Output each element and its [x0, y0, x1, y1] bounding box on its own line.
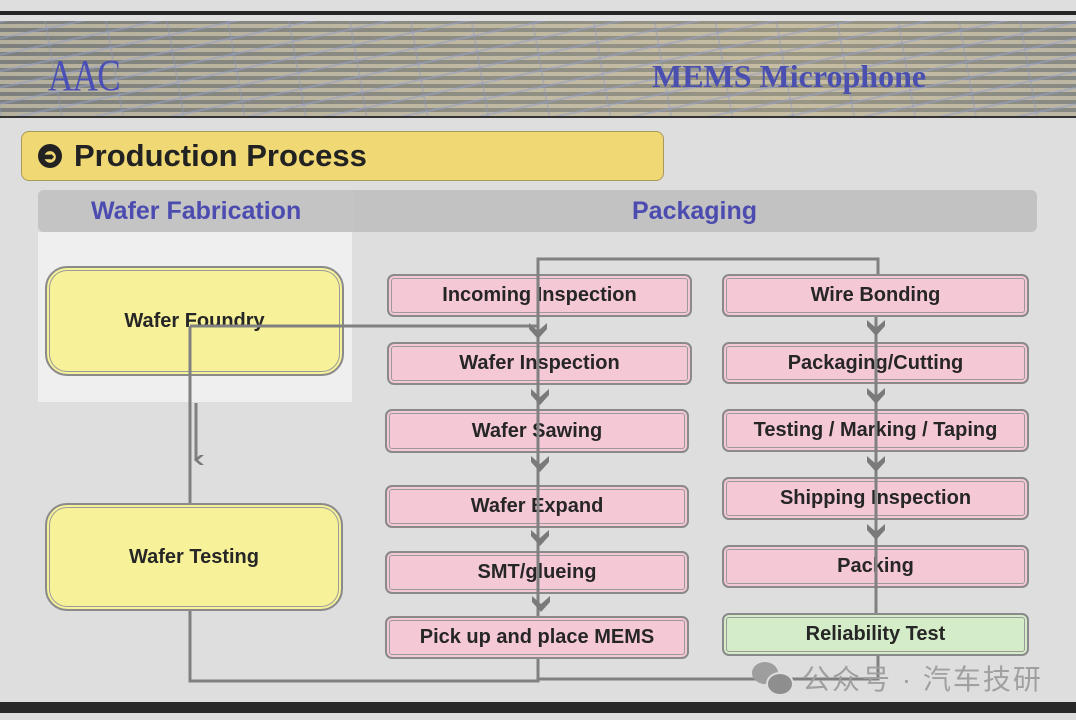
arrow-into-packaging-cutting: [867, 320, 885, 336]
step-wafer-testing: Wafer Testing: [45, 503, 343, 611]
circle-arrow-right-icon: ➲: [38, 144, 62, 168]
step-shipping-inspection: Shipping Inspection: [722, 477, 1029, 520]
arrow-into-testing-marking: [867, 388, 885, 404]
banner: [0, 21, 1076, 118]
step-wafer-expand: Wafer Expand: [385, 485, 689, 528]
step-wire-bonding: Wire Bonding: [722, 274, 1029, 317]
step-pick-and-place-mems: Pick up and place MEMS: [385, 616, 689, 659]
watermark: 公众号 · 汽车技研: [752, 658, 1043, 698]
step-wafer-foundry: Wafer Foundry: [45, 266, 344, 376]
arrow-into-smt-glueing: [531, 530, 549, 546]
column-header-left: [38, 190, 354, 232]
section-title: Production Process: [74, 138, 367, 173]
step-wafer-inspection: Wafer Inspection: [387, 342, 692, 385]
packaging-header: Packaging: [632, 197, 758, 225]
arrow-into-shipping-inspection: [867, 456, 885, 472]
arrow-into-pick-and-place: [532, 596, 550, 612]
arrow-into-wafer-expand: [531, 456, 549, 472]
company-logo: AAC: [48, 51, 121, 100]
step-testing-marking-taping: Testing / Marking / Taping: [722, 409, 1029, 452]
step-reliability-test: Reliability Test: [722, 613, 1029, 656]
banner-title: MEMS Microphone: [652, 58, 927, 94]
step-smt-glueing: SMT/glueing: [385, 551, 689, 594]
step-packaging-cutting: Packaging/Cutting: [722, 342, 1029, 384]
wafer-fabrication-header: Wafer Fabrication: [91, 197, 302, 225]
step-wafer-sawing: Wafer Sawing: [385, 409, 689, 453]
watermark-text: 公众号 · 汽车技研: [802, 664, 1043, 695]
arrow-into-packing: [867, 524, 885, 540]
arrow-into-wafer-sawing: [531, 389, 549, 405]
arrow-into-wafer-inspection: [529, 323, 547, 339]
bottom-border: [0, 702, 1076, 713]
section-header: ➲ Production Process: [21, 131, 664, 181]
top-border: [0, 11, 1076, 15]
step-incoming-inspection: Incoming Inspection: [387, 274, 692, 317]
wechat-icon: [752, 660, 794, 696]
step-packing: Packing: [722, 545, 1029, 588]
